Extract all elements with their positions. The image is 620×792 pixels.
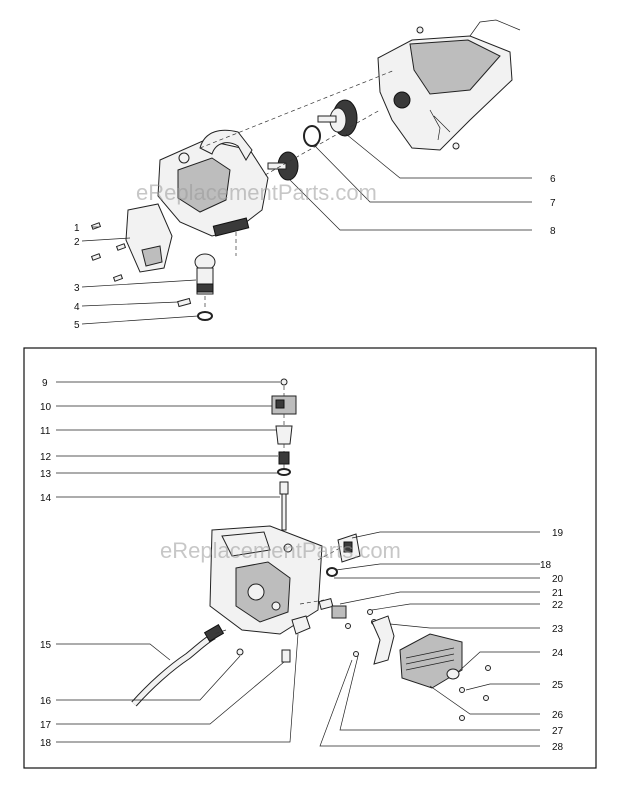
callout-9: 9 (42, 378, 48, 389)
callout-17: 17 (40, 720, 52, 731)
callout-26: 26 (552, 710, 564, 721)
callout-1: 1 (74, 223, 80, 234)
callout-27: 27 (552, 726, 564, 737)
callout-28: 28 (552, 742, 564, 753)
callout-6: 6 (550, 174, 556, 185)
housing-frame-drawing (209, 525, 323, 635)
callout-10: 10 (40, 402, 52, 413)
callout-23: 23 (552, 624, 564, 635)
pump-housing-drawing (157, 129, 269, 237)
watermark-bottom: eReplacementParts.com (160, 538, 401, 563)
callout-14: 14 (40, 493, 52, 504)
callout-25: 25 (552, 680, 564, 691)
top-exploded-view: 1 2 3 4 5 6 7 8 (74, 19, 556, 331)
callout-18-right: 18 (540, 560, 552, 571)
callout-3: 3 (74, 283, 80, 294)
bottom-detail-view: 9 10 11 12 13 14 15 16 17 18 19 18 20 21… (40, 378, 564, 753)
switch-drawing (318, 533, 377, 629)
callout-11: 11 (40, 426, 51, 437)
cover-plate-drawing (90, 203, 173, 282)
callout-8: 8 (550, 226, 556, 237)
callout-15: 15 (40, 640, 52, 651)
callout-16: 16 (40, 696, 52, 707)
callout-21: 21 (552, 588, 564, 599)
callout-20: 20 (552, 574, 564, 585)
motor-housing-drawing (377, 19, 521, 151)
callout-2: 2 (74, 237, 80, 248)
callout-4: 4 (74, 302, 80, 313)
valve-stack-drawing (271, 378, 297, 531)
callout-13: 13 (40, 469, 52, 480)
callout-22: 22 (552, 600, 564, 611)
watermark-top: eReplacementParts.com (136, 180, 377, 205)
callout-18-left: 18 (40, 738, 52, 749)
callout-12: 12 (40, 452, 52, 463)
callout-5: 5 (74, 320, 80, 331)
fitting-drawing (177, 253, 216, 321)
detail-frame (23, 347, 597, 769)
control-box-drawing (353, 615, 491, 721)
callout-7: 7 (550, 198, 556, 209)
callout-19: 19 (552, 528, 564, 539)
power-cord-drawing (131, 615, 311, 707)
callout-24: 24 (552, 648, 564, 659)
gear-assembly-drawing (267, 99, 358, 181)
